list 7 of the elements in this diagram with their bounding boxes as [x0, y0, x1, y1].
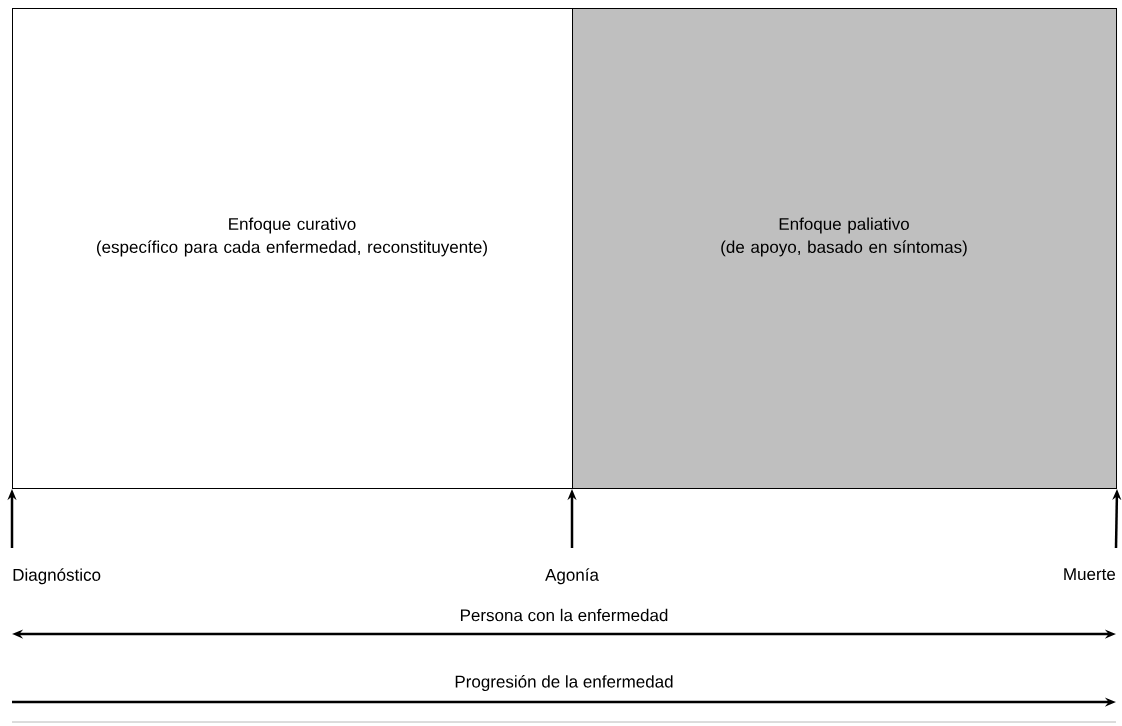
timeline-caption: Persona con la enfermedad — [460, 608, 668, 622]
timeline-caption: Progresión de la enfermedad — [455, 675, 673, 692]
timeline-label: Muerte — [1064, 568, 1116, 581]
timeline-label: Agonía — [545, 568, 599, 585]
timeline-label: Diagnóstico — [13, 568, 101, 585]
approach-box: Enfoque paliativo (de apoyo, basado en síntomas) — [572, 8, 1117, 489]
approach-box: Enfoque curativo (específico para cada enfermedad, reconstituyente) — [12, 8, 573, 489]
